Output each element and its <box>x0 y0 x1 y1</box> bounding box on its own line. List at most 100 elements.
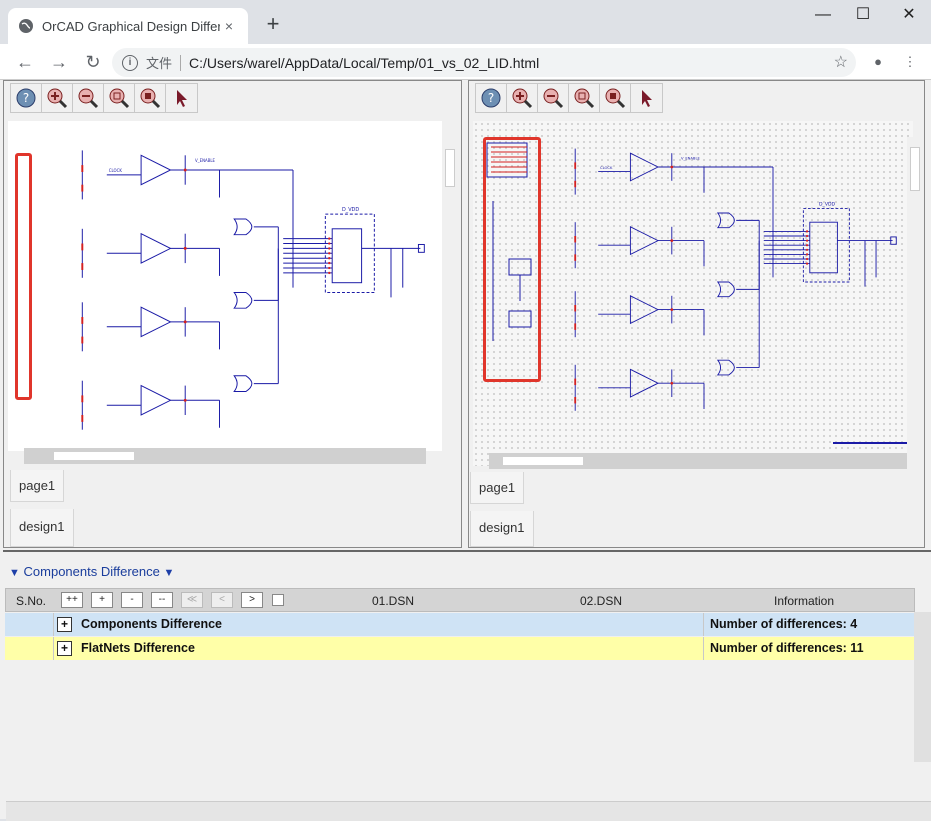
info-icon[interactable]: i <box>122 54 138 71</box>
zoom-in-icon[interactable] <box>42 84 73 112</box>
file-label: 文件 <box>146 56 173 71</box>
pin-dot <box>805 239 809 242</box>
pin-dot <box>805 262 809 265</box>
zoom-area-icon[interactable] <box>600 84 631 112</box>
connector-symbol <box>417 243 425 253</box>
select-pointer-icon[interactable] <box>166 84 197 112</box>
next-button[interactable]: > <box>241 592 263 608</box>
address-bar[interactable]: i 文件 C:/Users/warel/AppData/Local/Temp/0… <box>112 48 856 77</box>
label-clock: CLOCK <box>600 166 613 170</box>
opamp-symbol <box>140 232 172 264</box>
label-vdd: D_VDD <box>819 202 836 208</box>
right-design-pane: ? D_VDD V_ENABLE CLOCK page1 design1 <box>468 80 925 548</box>
collapse-triangle-icon[interactable]: ▼ <box>9 567 20 579</box>
pin-dot <box>805 253 809 256</box>
right-vertical-scrollbar[interactable] <box>907 137 923 467</box>
left-vertical-scrollbar[interactable] <box>442 121 458 451</box>
expand-row-button[interactable]: + <box>57 641 72 656</box>
collapse-all-button[interactable]: -- <box>151 592 173 608</box>
expand-row-button[interactable]: + <box>57 617 72 632</box>
row-divider <box>703 613 704 636</box>
zoom-in-icon[interactable] <box>507 84 538 112</box>
col-information: Information <box>774 594 835 608</box>
added-components-group <box>486 142 913 444</box>
pin-dot <box>328 247 331 250</box>
table-row-components[interactable]: + Components Difference Number of differ… <box>5 613 915 636</box>
ic-body <box>809 221 838 274</box>
pin-dot <box>805 257 809 261</box>
zoom-out-icon[interactable] <box>73 84 104 112</box>
help-icon[interactable]: ? <box>476 84 507 112</box>
forward-button[interactable]: → <box>50 51 68 72</box>
connector-symbol <box>890 236 897 245</box>
zoom-area-icon[interactable] <box>135 84 166 112</box>
col-02dsn: 02.DSN <box>580 594 623 608</box>
minimize-button[interactable]: — <box>815 6 831 23</box>
left-page-tab[interactable]: page1 <box>10 470 65 502</box>
browser-tab[interactable]: OrCAD Graphical Design Differ × <box>8 8 248 44</box>
pin-dot <box>328 266 331 270</box>
row-divider <box>53 613 54 636</box>
filter-checkbox[interactable] <box>272 594 284 606</box>
gate-symbol <box>233 292 253 309</box>
url-text[interactable]: C:/Users/warel/AppData/Local/Temp/01_vs_… <box>189 54 540 71</box>
table-row-flatnets[interactable]: + FlatNets Difference Number of differen… <box>5 637 915 660</box>
new-tab-button[interactable]: + <box>266 11 280 36</box>
expand-all-button[interactable]: ++ <box>61 592 83 608</box>
right-page-tab[interactable]: page1 <box>470 472 525 504</box>
pin-dot <box>328 257 331 260</box>
browser-tabstrip: OrCAD Graphical Design Differ × + — ☐ ✕ <box>0 0 931 44</box>
right-vscroll-thumb[interactable] <box>910 147 920 191</box>
left-hscroll-thumb[interactable] <box>54 452 134 460</box>
opamp-symbol <box>140 384 172 416</box>
first-button[interactable]: ≪ <box>181 592 203 608</box>
right-horizontal-scrollbar[interactable] <box>489 453 907 469</box>
select-pointer-icon[interactable] <box>631 84 662 112</box>
pin-dot <box>805 234 809 238</box>
globe-icon <box>19 19 33 33</box>
back-button[interactable]: ← <box>16 51 34 72</box>
left-difference-highlight <box>15 153 32 400</box>
pin-dot <box>805 248 809 251</box>
gate-symbol <box>716 359 735 376</box>
left-design-tab[interactable]: design1 <box>10 509 74 547</box>
junction-dot <box>183 168 187 172</box>
dropdown-triangle-icon[interactable]: ▼ <box>163 567 175 579</box>
left-vscroll-thumb[interactable] <box>445 149 455 187</box>
address-divider <box>180 54 182 71</box>
panel-title[interactable]: ▼ Components Difference ▼ <box>9 564 174 579</box>
pin-dot <box>805 244 809 247</box>
window-close-button[interactable]: ✕ <box>902 6 916 23</box>
junction-dot <box>183 246 187 250</box>
zoom-fit-icon[interactable] <box>104 84 135 112</box>
profile-icon[interactable]: ● <box>874 54 882 69</box>
panel-title-text: Components Difference <box>23 564 160 579</box>
gate-symbol <box>233 375 253 392</box>
right-schematic-canvas[interactable]: D_VDD V_ENABLE CLOCK <box>473 121 913 466</box>
left-tool-strip: ? <box>10 83 198 113</box>
bookmark-star-icon[interactable]: ☆ <box>833 54 848 71</box>
row-divider <box>703 637 704 660</box>
zoom-fit-icon[interactable] <box>569 84 600 112</box>
right-hscroll-thumb[interactable] <box>503 457 583 465</box>
table-vertical-scrollbar[interactable] <box>914 612 931 762</box>
junction-dot <box>670 308 674 311</box>
previous-button[interactable]: < <box>211 592 233 608</box>
zoom-out-icon[interactable] <box>538 84 569 112</box>
pin-dot <box>328 237 331 240</box>
label-clock: CLOCK <box>109 168 123 173</box>
label-enable: V_ENABLE <box>681 157 700 161</box>
svg-text:?: ? <box>23 91 29 105</box>
reload-button[interactable]: ↻ <box>85 51 101 72</box>
col-sno: S.No. <box>16 594 47 608</box>
menu-icon[interactable]: ⋮ <box>903 54 917 69</box>
tab-close-icon[interactable]: × <box>224 18 234 34</box>
maximize-button[interactable]: ☐ <box>855 6 871 23</box>
expand-button[interactable]: + <box>91 592 113 608</box>
collapse-button[interactable]: - <box>121 592 143 608</box>
left-horizontal-scrollbar[interactable] <box>24 448 426 464</box>
right-design-tab[interactable]: design1 <box>470 511 534 547</box>
help-icon[interactable]: ? <box>11 84 42 112</box>
